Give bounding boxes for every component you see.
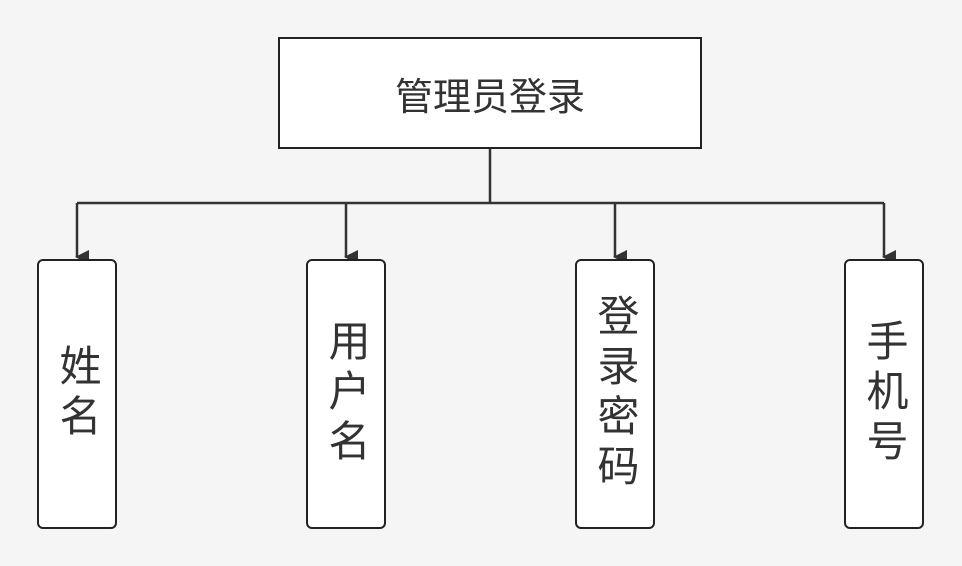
login-password-box: 登录密码 bbox=[575, 259, 655, 529]
username-label: 用户名 bbox=[322, 319, 371, 469]
username-box: 用户名 bbox=[306, 259, 386, 529]
phone-number-box: 手机号 bbox=[844, 259, 924, 529]
name-label: 姓名 bbox=[53, 344, 102, 444]
phone-number-label: 手机号 bbox=[860, 319, 909, 469]
admin-login-box: 管理员登录 bbox=[278, 37, 702, 149]
name-box: 姓名 bbox=[37, 259, 117, 529]
admin-login-label: 管理员登录 bbox=[394, 74, 585, 119]
login-password-label: 登录密码 bbox=[591, 294, 640, 494]
